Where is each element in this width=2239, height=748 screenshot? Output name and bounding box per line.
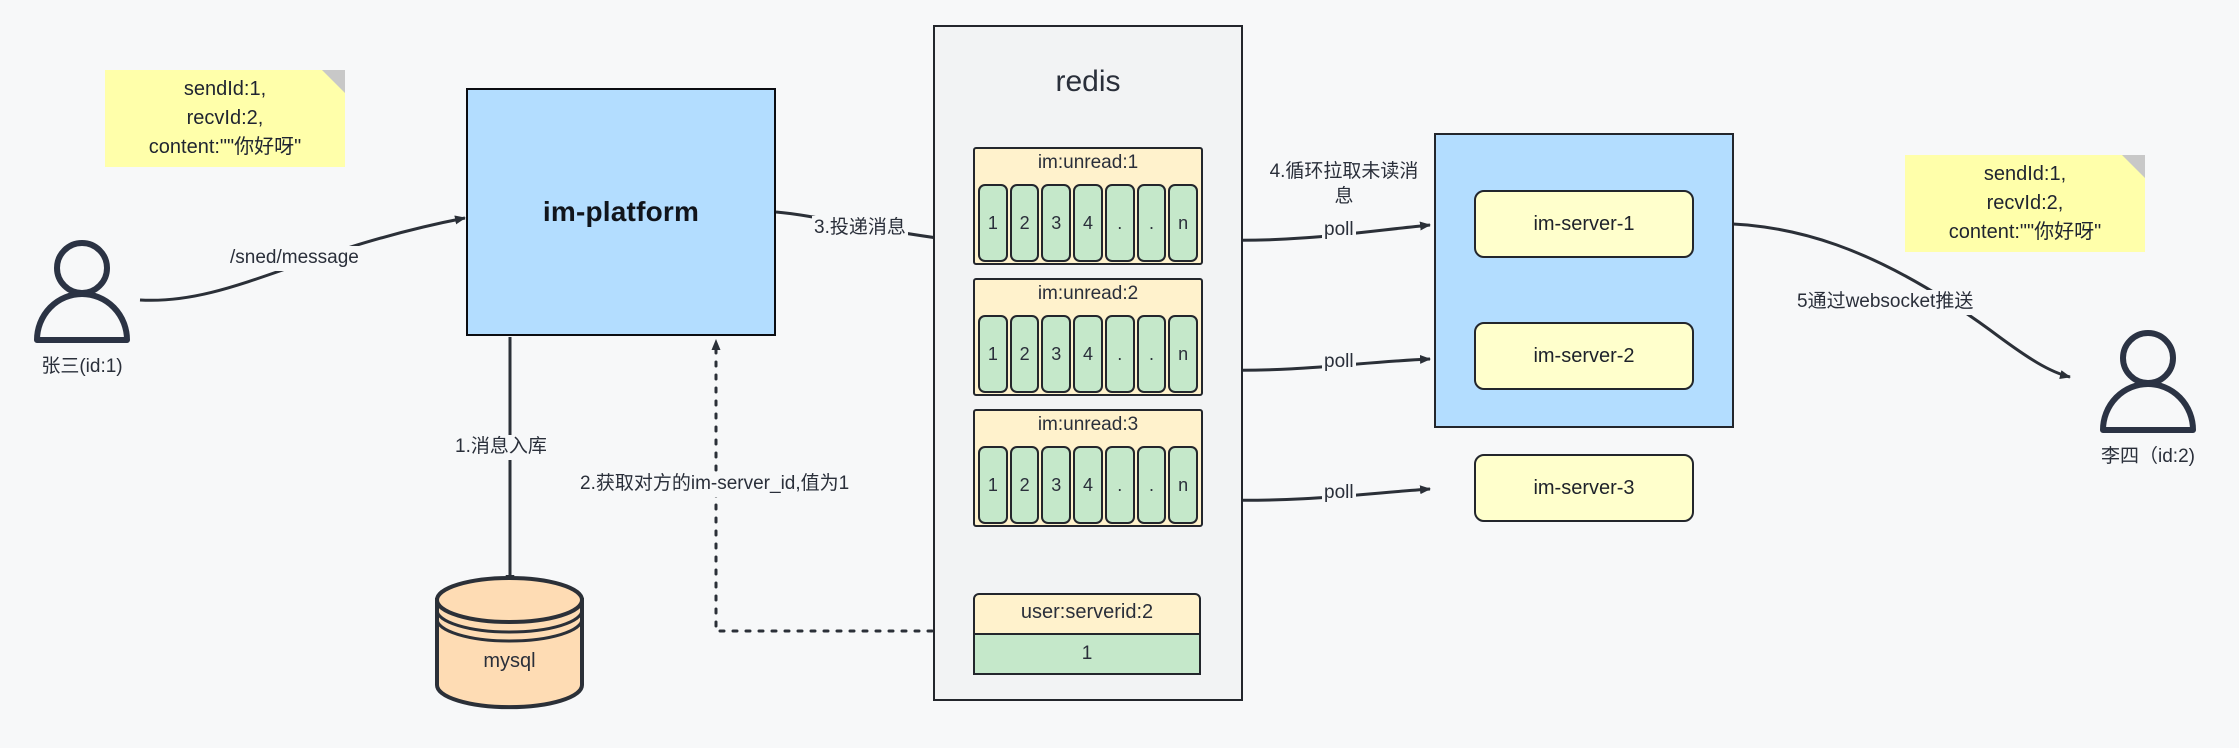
redis-kv-name: user:serverid:2 (1020, 601, 1154, 623)
queue-cell: 3 (1041, 315, 1072, 393)
note-left-message-payload: sendId:1, recvId:2, content:""你好呀" (105, 70, 345, 167)
user-icon (34, 240, 130, 343)
im-server-2-box[interactable]: im-server-2 (1474, 322, 1694, 390)
actor-sender: 张三(id:1) (27, 240, 137, 378)
edge-label-poll-2: poll (1322, 350, 1356, 375)
queue-cell: . (1136, 315, 1167, 393)
redis-key-cells: 1 2 3 4 . . n (978, 184, 1199, 262)
queue-cell: . (1104, 184, 1135, 262)
queue-cell: . (1136, 184, 1167, 262)
edge-label-poll-3: poll (1322, 481, 1356, 506)
im-platform-box[interactable]: im-platform (466, 88, 776, 336)
note-right-text: sendId:1, recvId:2, content:""你好呀" (1948, 163, 2102, 243)
edge-label-send-message: /sned/message (228, 246, 361, 271)
redis-key-im-unread-2[interactable]: im:unread:2 1 2 3 4 . . n (973, 278, 1203, 396)
redis-key-name: im:unread:3 (1037, 414, 1139, 435)
queue-cell: n (1168, 315, 1199, 393)
queue-cell: 4 (1073, 315, 1103, 393)
queue-cell: 4 (1073, 184, 1103, 262)
queue-cell: . (1104, 446, 1135, 524)
im-platform-label: im-platform (542, 196, 700, 227)
note-left-text: sendId:1, recvId:2, content:""你好呀" (148, 78, 302, 158)
svg-text:mysql: mysql (483, 650, 535, 672)
queue-cell: . (1136, 446, 1167, 524)
actor-sender-label: 张三(id:1) (41, 356, 123, 377)
redis-key-user-serverid-2[interactable]: user:serverid:2 1 (973, 593, 1201, 675)
im-server-1-box[interactable]: im-server-1 (1474, 190, 1694, 258)
edge-label-step5: 5通过websocket推送 (1795, 290, 1976, 315)
database-cylinder-icon: mysql (435, 576, 584, 710)
queue-cell: 4 (1073, 446, 1103, 524)
queue-cell: 2 (1009, 315, 1040, 393)
edge-label-step2: 2.获取对方的im-server_id,值为1 (578, 472, 852, 497)
note-fold-corner-icon (322, 70, 345, 93)
edge-label-step3: 3.投递消息 (812, 216, 908, 241)
queue-cell: n (1168, 184, 1199, 262)
queue-cell: 1 (978, 446, 1008, 524)
queue-cell: n (1168, 446, 1199, 524)
redis-key-cells: 1 2 3 4 . . n (978, 315, 1199, 393)
queue-cell: 1 (978, 315, 1008, 393)
redis-title: redis (1055, 65, 1121, 98)
queue-cell: 3 (1041, 446, 1072, 524)
redis-key-name: im:unread:2 (1037, 283, 1139, 304)
redis-key-im-unread-3[interactable]: im:unread:3 1 2 3 4 . . n (973, 409, 1203, 527)
redis-kv-value: 1 (973, 633, 1201, 675)
im-server-2-label: im-server-2 (1533, 344, 1635, 367)
im-server-3-label: im-server-3 (1533, 476, 1635, 499)
queue-cell: 1 (978, 184, 1008, 262)
actor-receiver: 李四（id:2) (2093, 330, 2203, 468)
note-right-message-payload: sendId:1, recvId:2, content:""你好呀" (1905, 155, 2145, 252)
note-fold-corner-icon (2122, 155, 2145, 178)
queue-cell: 3 (1041, 184, 1072, 262)
edge-label-step1: 1.消息入库 (453, 435, 549, 460)
queue-cell: 2 (1009, 446, 1040, 524)
queue-cell: 2 (1009, 184, 1040, 262)
redis-key-name: im:unread:1 (1037, 152, 1139, 173)
redis-key-im-unread-1[interactable]: im:unread:1 1 2 3 4 . . n (973, 147, 1203, 265)
queue-cell: . (1104, 315, 1135, 393)
redis-key-cells: 1 2 3 4 . . n (978, 446, 1199, 524)
edge-label-step4: 4.循环拉取未读消 息 (1262, 160, 1426, 210)
im-server-3-box[interactable]: im-server-3 (1474, 454, 1694, 522)
actor-receiver-label: 李四（id:2) (2101, 446, 2195, 467)
mysql-database[interactable]: mysql (432, 575, 587, 710)
im-server-1-label: im-server-1 (1533, 212, 1635, 235)
edge-label-poll-1: poll (1322, 218, 1356, 243)
user-icon (2100, 330, 2196, 433)
